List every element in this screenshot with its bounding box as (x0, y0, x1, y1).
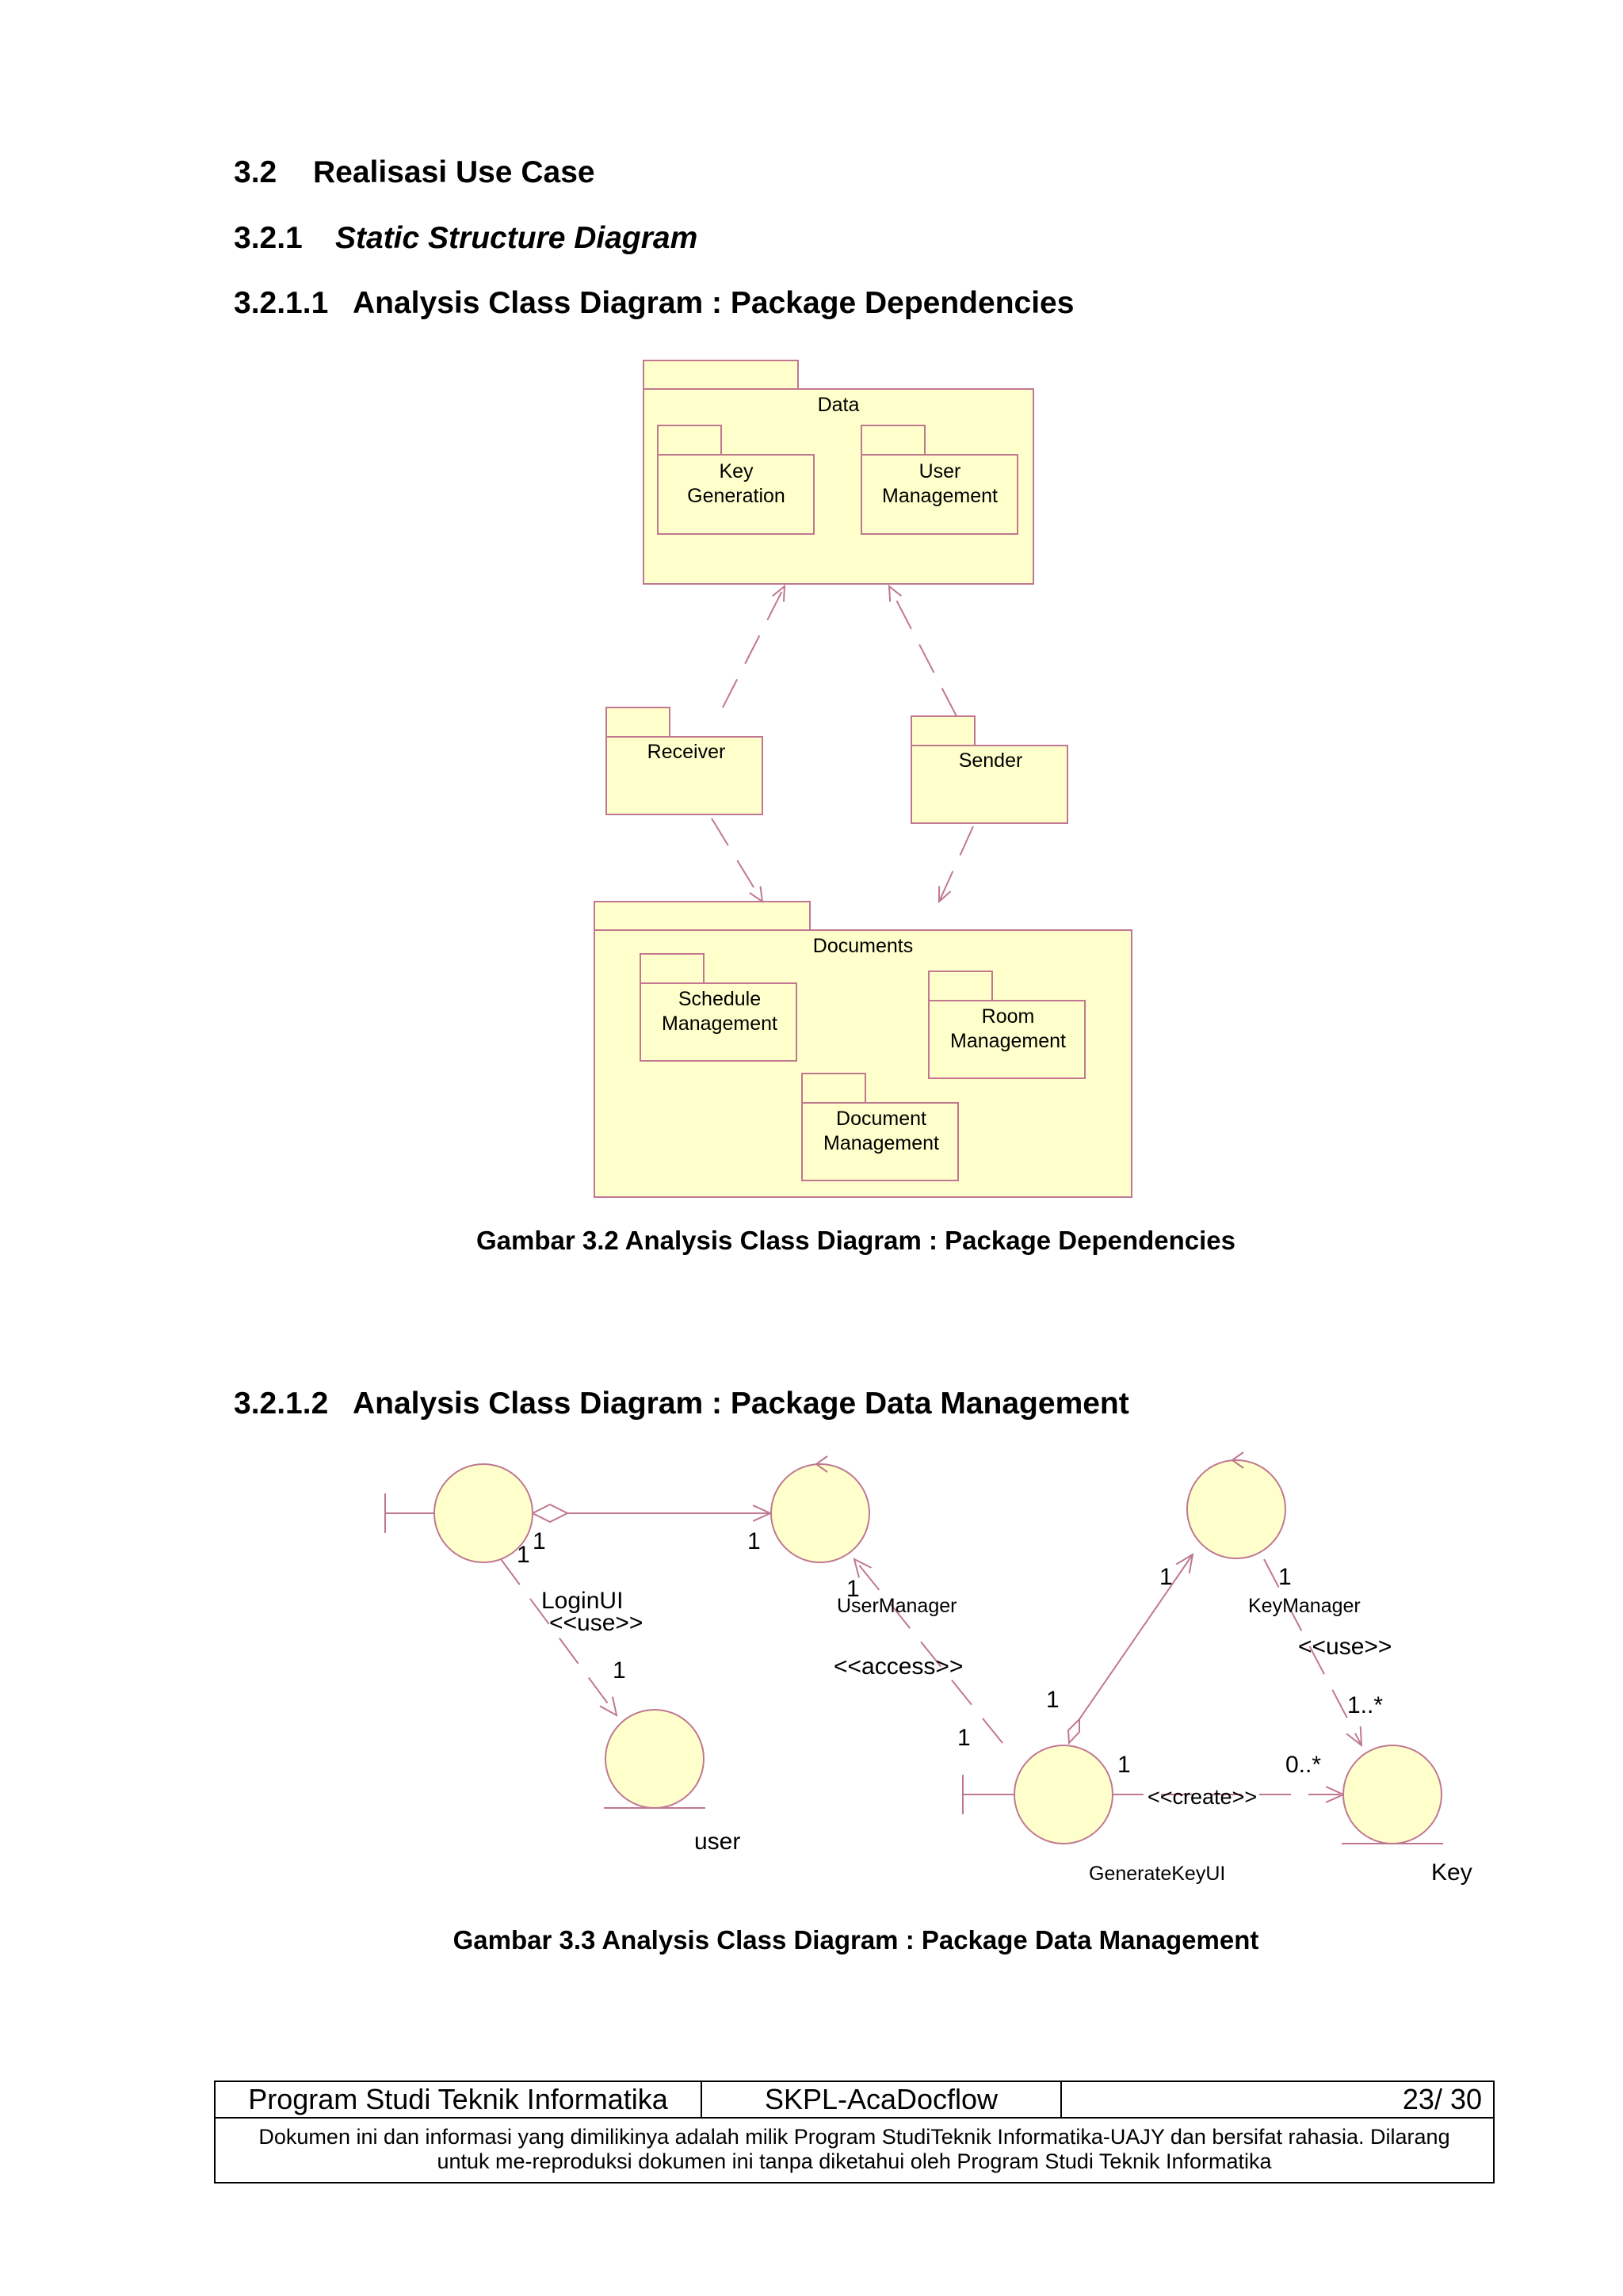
label-user-management-2: Management (882, 485, 998, 507)
label-use-keymanager-key: <<use>> (1298, 1634, 1392, 1660)
label-docmgmt-1: Document (836, 1108, 926, 1130)
mult-usermanager-generatekeyui: 1 (846, 1576, 860, 1602)
caption-figure-3-3: Gambar 3.3 Analysis Class Diagram : Pack… (453, 1925, 1259, 1955)
entity-key (1342, 1745, 1443, 1844)
package-document-management (801, 1073, 959, 1181)
dependency-sender-to-documents (939, 826, 974, 902)
label-receiver: Receiver (647, 741, 726, 763)
label-docmgmt-2: Management (823, 1132, 939, 1154)
label-create: <<create>> (1148, 1785, 1257, 1809)
footer-page-number: 23/ 30 (1402, 2083, 1482, 2115)
mult-key-keymanager: 1..* (1347, 1692, 1383, 1718)
entity-user (604, 1709, 705, 1809)
boundary-loginui (384, 1463, 533, 1563)
label-key-generation-1: Key (719, 460, 754, 482)
mult-user: 1 (613, 1657, 626, 1684)
label-key-generation-2: Generation (687, 485, 785, 507)
label-sender: Sender (959, 749, 1023, 772)
footer-row: Program Studi Teknik Informatika SKPL-Ac… (216, 2082, 1493, 2119)
label-data: Data (818, 394, 860, 416)
mult-generatekeyui-key: 1 (1117, 1752, 1131, 1778)
package-key-generation (657, 425, 815, 535)
label-loginui: LoginUI (541, 1588, 623, 1614)
package-dependencies-diagram: Data Key Generation User Management Rece… (594, 360, 1132, 1198)
label-key: Key (1431, 1859, 1472, 1886)
label-room-2: Management (950, 1030, 1066, 1052)
package-sender (911, 715, 1068, 824)
data-management-diagram: LoginUI UserManager KeyManager user Gene… (384, 1451, 1472, 1886)
label-generatekeyui: GenerateKeyUI (1089, 1863, 1225, 1885)
label-access: <<access>> (834, 1653, 963, 1680)
boundary-generatekeyui (962, 1745, 1113, 1844)
label-keymanager: KeyManager (1248, 1595, 1361, 1617)
mult-loginui-user: 1 (517, 1542, 530, 1568)
caption-figure-3-2: Gambar 3.2 Analysis Class Diagram : Pack… (475, 1226, 1236, 1255)
footer-confidential-note: Dokumen ini dan informasi yang dimilikin… (258, 2125, 1450, 2173)
label-use-loginui-user: <<use>> (549, 1610, 643, 1636)
label-usermanager: UserManager (837, 1595, 957, 1617)
control-usermanager (770, 1455, 870, 1563)
footer-doc-code: SKPL-AcaDocflow (702, 2082, 1062, 2117)
dependency-receiver-to-data (722, 586, 785, 708)
mult-generatekeyui-usermanager: 1 (957, 1725, 971, 1751)
mult-loginui-usermanager: 1 (533, 1528, 546, 1554)
mult-key-generatekeyui: 0..* (1285, 1752, 1321, 1778)
package-receiver (605, 707, 763, 815)
label-documents: Documents (813, 935, 913, 957)
control-keymanager (1186, 1451, 1286, 1559)
dependency-sender-to-data (889, 586, 957, 717)
mult-keymanager-key: 1 (1278, 1564, 1292, 1590)
dependency-loginui-user (500, 1558, 617, 1715)
package-room-management (928, 971, 1086, 1079)
package-schedule-management (640, 953, 797, 1062)
label-room-1: Room (982, 1005, 1035, 1028)
assoc-generatekeyui-keymanager (1079, 1554, 1193, 1720)
aggregation-diamond-loginui (530, 1503, 570, 1524)
label-user: user (694, 1829, 740, 1855)
dependency-keymanager-key (1263, 1558, 1361, 1745)
page-footer: Program Studi Teknik Informatika SKPL-Ac… (214, 2081, 1495, 2183)
dependency-receiver-to-documents (711, 818, 762, 902)
footer-program: Program Studi Teknik Informatika (216, 2082, 702, 2117)
mult-keymanager-generatekeyui: 1 (1159, 1564, 1173, 1590)
label-user-management-1: User (919, 460, 961, 482)
mult-generatekeyui-keymanager: 1 (1046, 1687, 1060, 1713)
package-user-management (861, 425, 1018, 535)
label-schedule-2: Management (662, 1013, 777, 1035)
aggregation-diamond-generatekeyui (1067, 1717, 1080, 1745)
label-schedule-1: Schedule (678, 988, 761, 1010)
mult-usermanager-loginui: 1 (747, 1528, 761, 1554)
dependency-generatekeyui-usermanager (854, 1559, 1003, 1744)
